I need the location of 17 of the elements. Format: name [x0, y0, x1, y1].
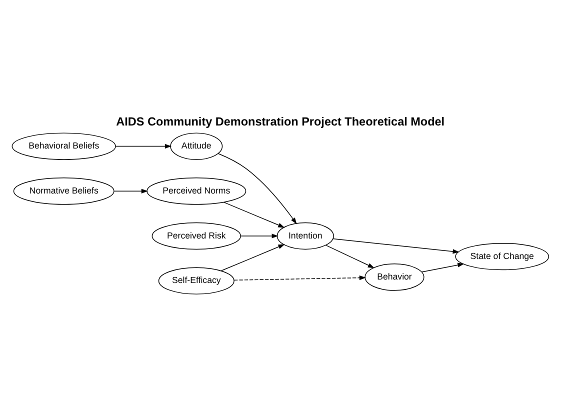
arrow: [223, 202, 285, 228]
arrow: [325, 244, 375, 268]
arrow: [114, 188, 148, 194]
node-ellipse: Perceived Risk: [152, 222, 241, 250]
arrow: [240, 234, 278, 238]
node-ellipse: Self-Efficacy: [158, 267, 234, 294]
node-ellipse: Perceived Norms: [146, 178, 246, 205]
arrow: [115, 144, 172, 149]
node-ellipse: Behavioral Beliefs: [12, 132, 116, 160]
node-ellipse: Attitude: [170, 132, 223, 160]
arrow: [218, 153, 297, 224]
arrow: [234, 275, 366, 280]
diagram-title: AIDS Community Demonstration Project Theoretical Model: [116, 116, 445, 129]
arrow: [332, 238, 460, 254]
arrow: [220, 244, 285, 272]
node-ellipse: Normative Beliefs: [13, 178, 114, 205]
arrow: [421, 262, 464, 272]
